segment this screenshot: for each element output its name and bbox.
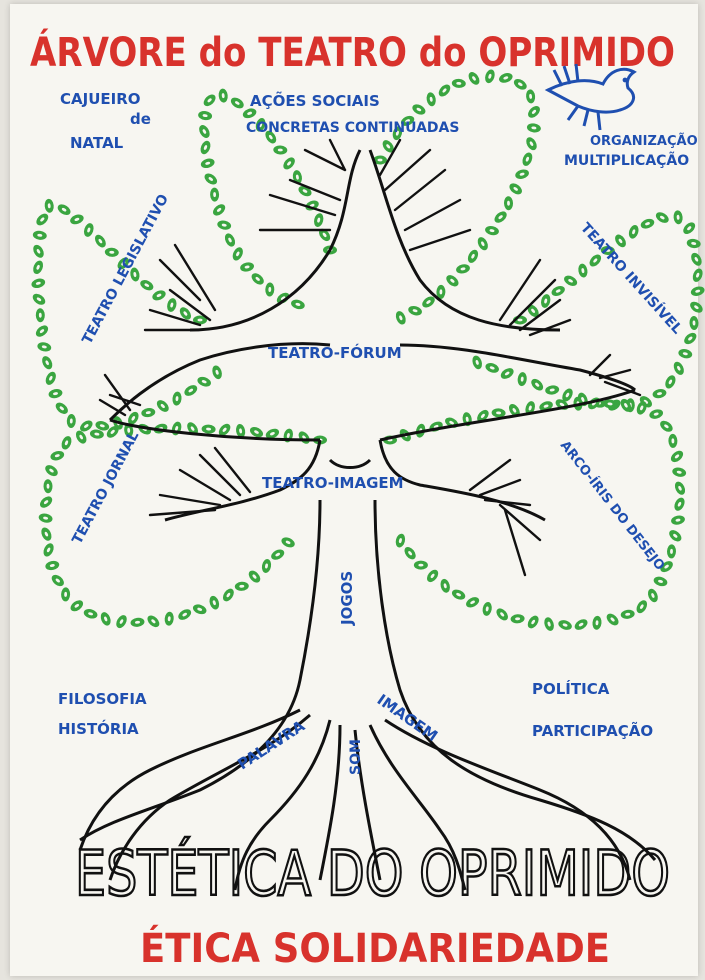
poster-title: ÁRVORE do TEATRO do OPRIMIDO (30, 28, 675, 76)
base-title: ESTÉTICA DO OPRIMIDO (75, 837, 670, 910)
label-som: SOM (348, 739, 364, 775)
label-teatro-jornal: TEATRO JORNAL (69, 429, 142, 547)
label-cajueiro-2: de (130, 110, 151, 128)
leaf-highlight (518, 319, 523, 322)
label-teatro-legislativo: TEATRO LEGISLATIVO (79, 192, 172, 347)
leaf-highlight (198, 319, 203, 322)
label-acoes-2: CONCRETAS CONTINUADAS (246, 120, 459, 136)
label-teatro-forum: TEATRO-FÓRUM (268, 343, 402, 362)
label-historia: HISTÓRIA (58, 719, 139, 738)
leaf-highlight (378, 159, 383, 162)
label-multiplicacao: MULTIPLICAÇÃO (564, 152, 689, 169)
label-teatro-imagem: TEATRO-IMAGEM (262, 474, 404, 492)
label-arco-iris: ARCO-ÍRIS DO DESEJO (557, 438, 668, 574)
leaf-highlight (418, 564, 423, 567)
label-cajueiro-3: NATAL (70, 134, 124, 152)
footer-title: ÉTICA SOLIDARIEDADE (140, 924, 610, 972)
label-jogos: JOGOS (338, 571, 356, 626)
label-politica: POLÍTICA (532, 679, 610, 698)
label-filosofia: FILOSOFIA (58, 690, 147, 708)
tree-trunk (80, 150, 655, 860)
label-palavra: PALAVRA (234, 717, 308, 774)
label-acoes-1: AÇÕES SOCIAIS (250, 91, 380, 110)
label-imagem-root: IMAGEM (374, 691, 441, 746)
label-participacao: PARTICIPAÇÃO (532, 721, 653, 740)
label-cajueiro-1: CAJUEIRO (60, 90, 141, 108)
label-organizacao: ORGANIZAÇÃO (590, 133, 698, 149)
